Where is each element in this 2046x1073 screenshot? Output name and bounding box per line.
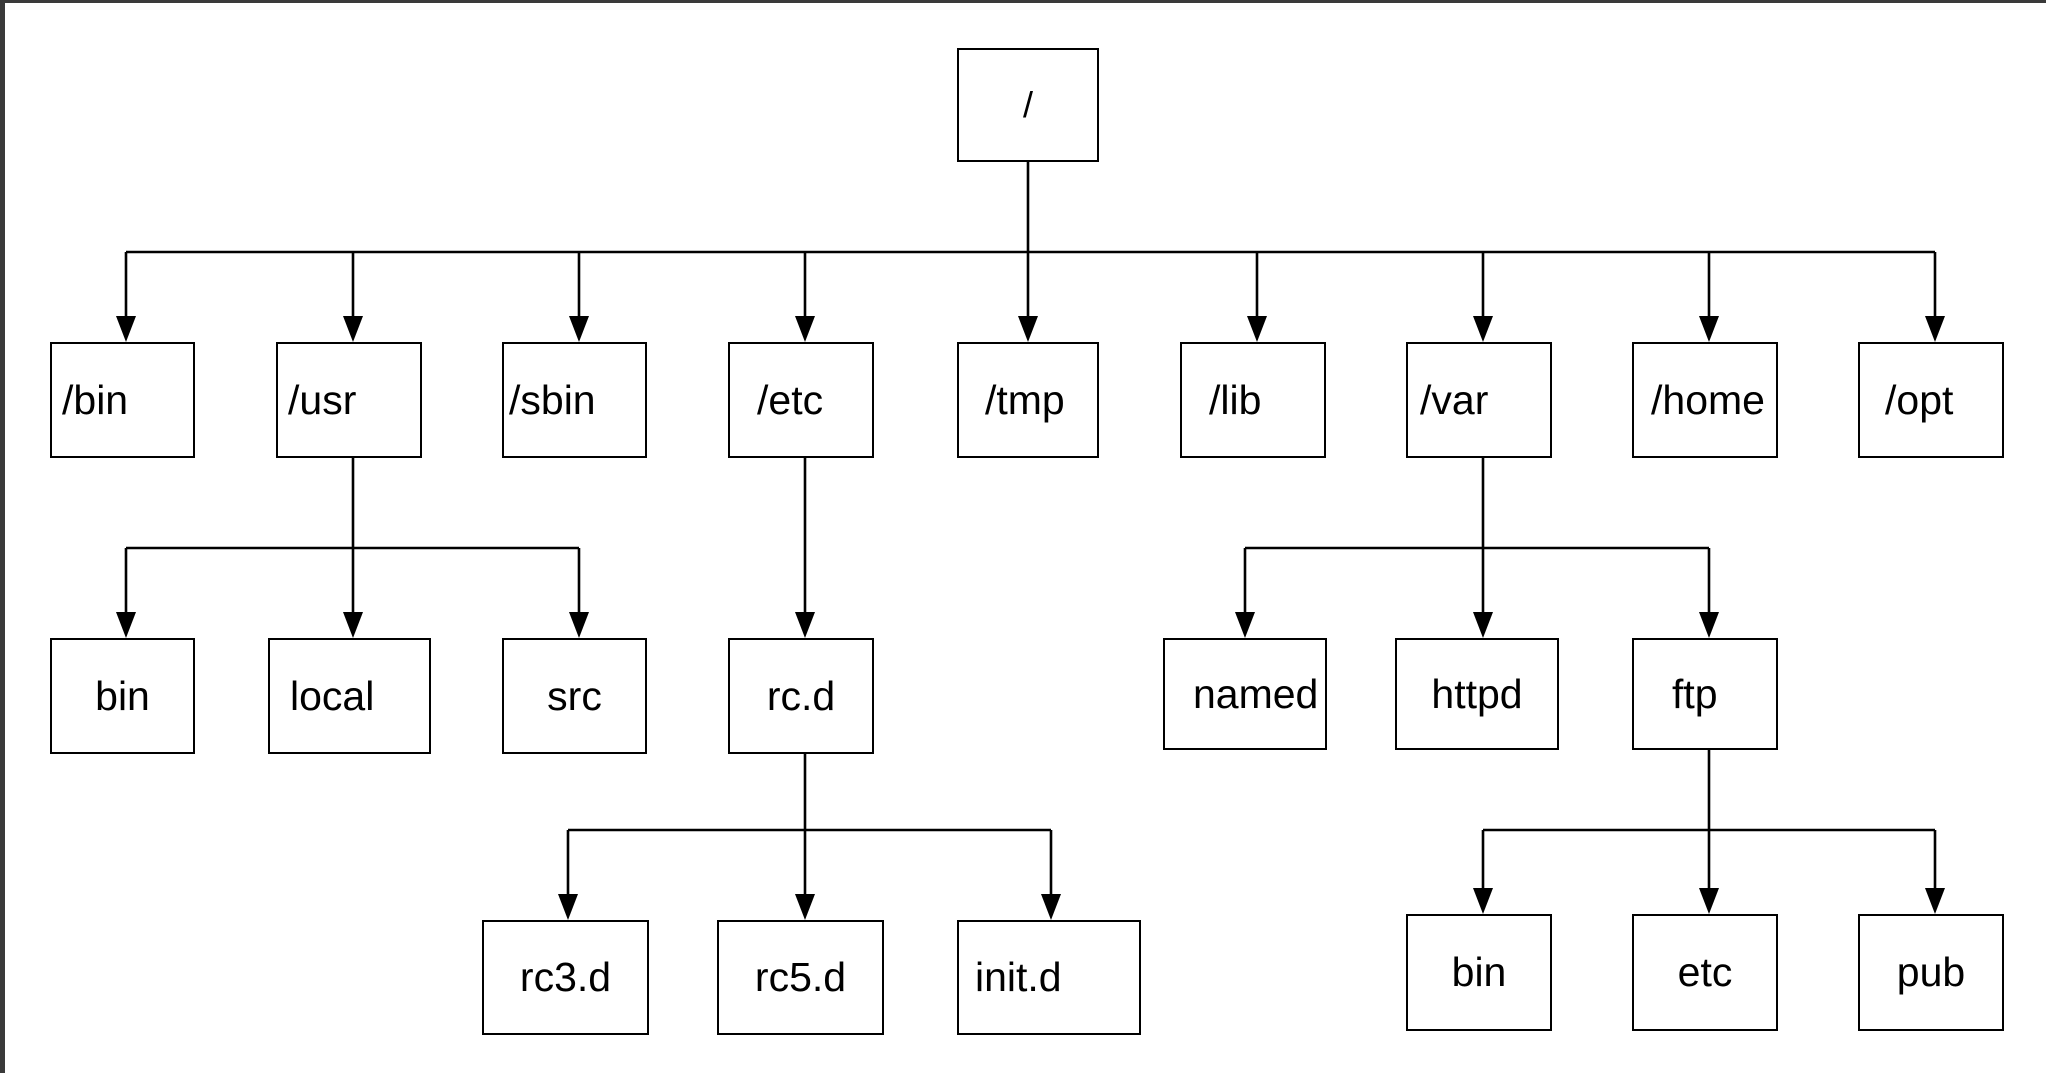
arrowhead (1699, 316, 1719, 342)
node-etc-dir-label: /etc (757, 376, 824, 423)
arrowhead (795, 894, 815, 920)
arrowhead (1473, 888, 1493, 914)
arrowhead (1041, 894, 1061, 920)
node-sbin-dir: /sbin (502, 342, 647, 458)
node-root-label: / (1022, 84, 1033, 125)
node-var-httpd: httpd (1395, 638, 1559, 750)
node-var-ftp-label: ftp (1672, 670, 1718, 717)
node-home-dir-label: /home (1651, 376, 1765, 423)
node-lib-dir-label: /lib (1209, 376, 1262, 423)
arrowhead (343, 316, 363, 342)
node-ftp-etc: etc (1632, 914, 1778, 1031)
node-ftp-pub: pub (1858, 914, 2004, 1031)
arrowhead (116, 612, 136, 638)
node-var-dir-label: /var (1420, 376, 1489, 423)
node-var-named-label: named (1193, 670, 1319, 717)
node-usr-src: src (502, 638, 647, 754)
node-usr-src-label: src (547, 672, 602, 719)
node-tmp-dir: /tmp (957, 342, 1099, 458)
node-rc5d-label: rc5.d (754, 954, 847, 1000)
arrowhead (1925, 316, 1945, 342)
node-opt-dir: /opt (1858, 342, 2004, 458)
node-usr-local-label: local (290, 672, 375, 719)
node-sbin-dir-label: /sbin (509, 376, 596, 423)
connector-lines (116, 162, 1945, 920)
arrowhead (795, 316, 815, 342)
node-var-httpd-label: httpd (1431, 670, 1523, 717)
node-opt-dir-label: /opt (1885, 376, 1954, 423)
node-rc3d-label: rc3.d (519, 954, 612, 1000)
node-home-dir: /home (1632, 342, 1778, 458)
node-usr-dir-label: /usr (288, 376, 357, 423)
node-initd-label: init.d (975, 954, 1062, 1000)
arrowhead (1247, 316, 1267, 342)
arrowhead (343, 612, 363, 638)
node-rc5d: rc5.d (717, 920, 884, 1035)
node-lib-dir: /lib (1180, 342, 1326, 458)
arrowhead (569, 316, 589, 342)
arrowhead (1235, 612, 1255, 638)
node-ftp-bin: bin (1406, 914, 1552, 1031)
node-var-named: named (1163, 638, 1327, 750)
node-usr-local: local (268, 638, 431, 754)
arrowhead (1925, 888, 1945, 914)
node-etc-rcd: rc.d (728, 638, 874, 754)
arrowhead (1699, 888, 1719, 914)
node-etc-dir: /etc (728, 342, 874, 458)
arrowhead (558, 894, 578, 920)
arrowhead (1473, 316, 1493, 342)
directory-tree-diagram: / /bin /usr /sbin /etc /tmp /lib /var /h… (5, 3, 2046, 1073)
node-tmp-dir-label: /tmp (985, 376, 1065, 423)
arrowhead (116, 316, 136, 342)
arrowhead (569, 612, 589, 638)
node-initd: init.d (957, 920, 1141, 1035)
node-rc3d: rc3.d (482, 920, 649, 1035)
arrowhead (795, 612, 815, 638)
node-root: / (957, 48, 1099, 162)
node-bin-dir: /bin (50, 342, 195, 458)
arrowhead (1699, 612, 1719, 638)
node-ftp-etc-label: etc (1677, 949, 1733, 995)
node-bin-dir-label: /bin (62, 376, 129, 423)
node-var-ftp: ftp (1632, 638, 1778, 750)
node-etc-rcd-label: rc.d (766, 672, 836, 719)
node-ftp-bin-label: bin (1451, 949, 1507, 995)
node-usr-bin: bin (50, 638, 195, 754)
arrowhead (1473, 612, 1493, 638)
node-usr-dir: /usr (276, 342, 422, 458)
node-var-dir: /var (1406, 342, 1552, 458)
arrowhead (1018, 316, 1038, 342)
node-usr-bin-label: bin (95, 672, 150, 719)
node-ftp-pub-label: pub (1896, 949, 1966, 995)
